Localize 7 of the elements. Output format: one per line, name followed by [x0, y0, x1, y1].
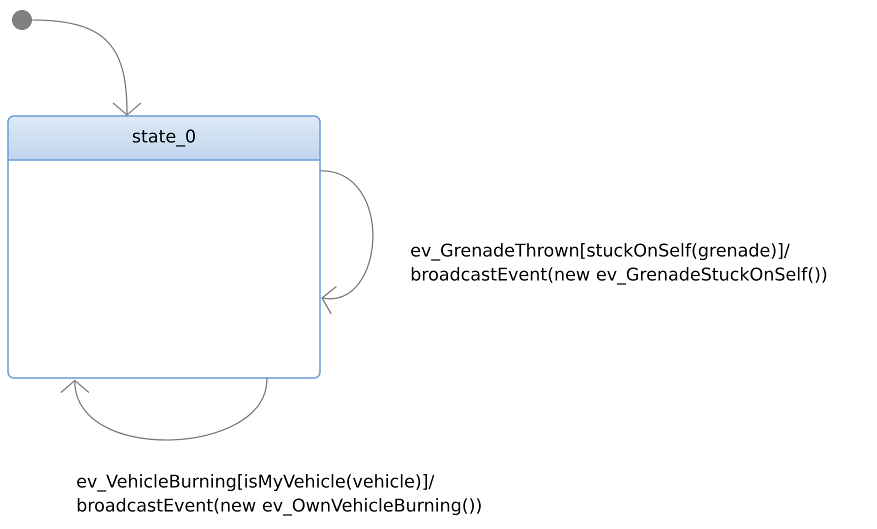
arrow [320, 170, 374, 314]
initial-state-dot [12, 10, 32, 30]
arrow [60, 378, 268, 441]
arrow [32, 19, 142, 116]
edge-label: ev_VehicleBurning[isMyVehicle(vehicle)]/ broadcastEvent(new ev_OwnVehicleBurning()) [77, 474, 481, 516]
state-box: state_0 [7, 115, 321, 379]
edge-label: ev_GrenadeThrown[stuckOnSelf(grenade)]/ broadcastEvent(new ev_GrenadeStuckOnSelf()) [411, 243, 826, 285]
